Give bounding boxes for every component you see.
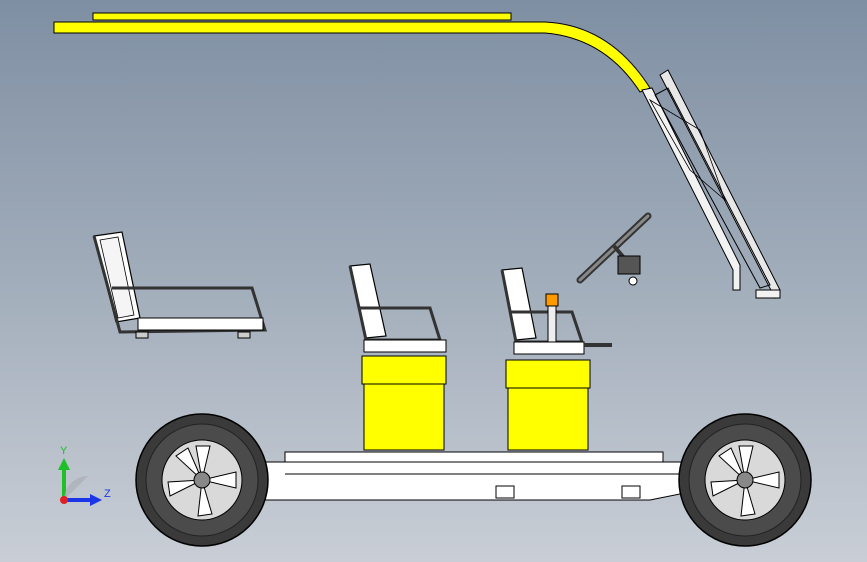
y-axis-arrow bbox=[58, 458, 70, 470]
rear-wheel[interactable] bbox=[135, 413, 269, 547]
middle-seat[interactable] bbox=[348, 263, 447, 451]
front-wheel[interactable] bbox=[678, 413, 812, 547]
driver-seat[interactable] bbox=[500, 267, 612, 451]
chassis-frame[interactable] bbox=[199, 451, 701, 501]
coordinate-triad: Y Z bbox=[58, 445, 111, 506]
windshield[interactable] bbox=[641, 69, 781, 300]
z-axis-arrow bbox=[90, 494, 102, 506]
steering-wheel[interactable] bbox=[576, 212, 652, 286]
z-axis-label: Z bbox=[104, 488, 111, 500]
y-axis-label: Y bbox=[60, 445, 68, 457]
rear-seat[interactable] bbox=[92, 231, 268, 339]
canopy-roof[interactable] bbox=[53, 12, 651, 93]
